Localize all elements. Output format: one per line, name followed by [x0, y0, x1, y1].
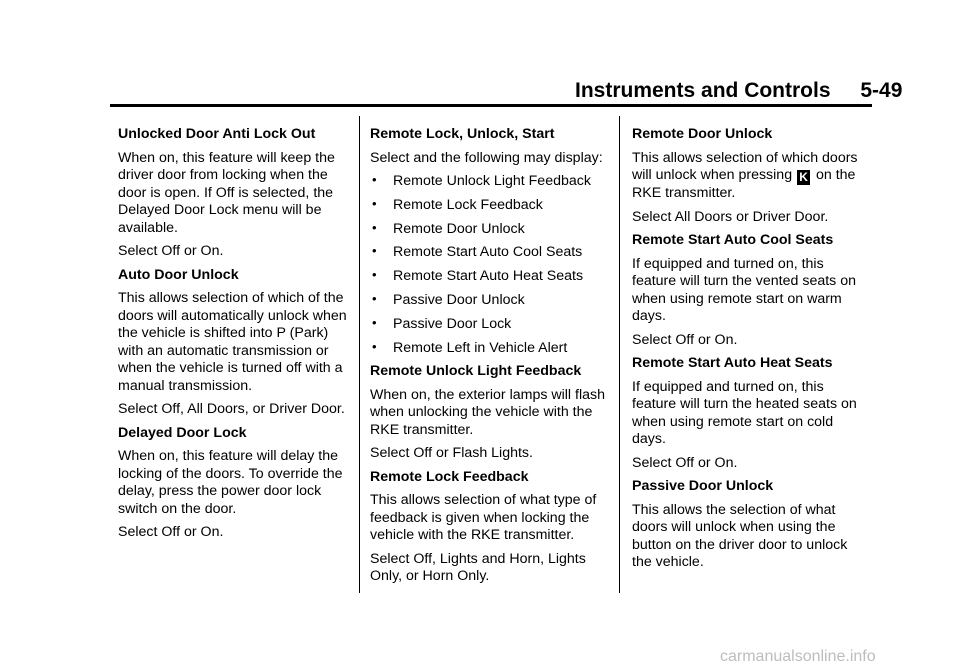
heading-remote-lock-unlock-start: Remote Lock, Unlock, Start: [370, 126, 555, 142]
paragraph-text: This allows selection of which doors wil…: [632, 149, 858, 184]
paragraph: If equipped and turned on, this feature …: [632, 378, 857, 448]
list-item: • Remote Unlock Light Feedback: [370, 172, 608, 191]
paragraph: Select Off or On.: [118, 243, 224, 259]
paragraph: This allows selection of which of the do…: [118, 290, 347, 394]
heading-remote-start-auto-cool-seats: Remote Start Auto Cool Seats: [632, 232, 834, 248]
list-item-label: Remote Door Unlock: [393, 220, 525, 237]
heading-remote-lock-feedback: Remote Lock Feedback: [370, 468, 529, 485]
paragraph: When on, this feature will delay the loc…: [118, 448, 343, 517]
header-rule: [110, 104, 872, 107]
column-divider-left: [359, 116, 360, 593]
heading-passive-door-unlock: Passive Door Unlock: [632, 478, 774, 494]
paragraph: This allows selection of what type of fe…: [370, 492, 597, 544]
paragraph: Select Off or On.: [632, 454, 738, 471]
paragraph: Select Off, Lights and Horn, Lights Only…: [370, 550, 586, 585]
bullet-icon: •: [372, 267, 377, 283]
list-item: • Passive Door Lock: [370, 314, 608, 334]
paragraph-text: on the RKE transmitter.: [632, 167, 856, 201]
bullet-icon: •: [372, 243, 377, 259]
bullet-icon: •: [372, 195, 377, 211]
list-item-label: Remote Unlock Light Feedback: [393, 173, 591, 189]
list-item-label: Remote Lock Feedback: [393, 196, 543, 213]
column-divider-right: [619, 116, 620, 593]
heading-auto-door-unlock: Auto Door Unlock: [118, 266, 239, 283]
column-middle: Remote Lock, Unlock, Start Select and th…: [370, 126, 608, 592]
list-item-label: Passive Door Lock: [393, 315, 512, 332]
paragraph: When on, this feature will keep the driv…: [118, 149, 335, 236]
bullet-icon: •: [372, 314, 377, 330]
paragraph: Select and the following may display:: [370, 149, 603, 166]
heading-remote-door-unlock: Remote Door Unlock: [632, 126, 773, 142]
list-item: • Remote Lock Feedback: [370, 195, 608, 215]
heading-remote-start-auto-heat-seats: Remote Start Auto Heat Seats: [632, 355, 833, 371]
list-item: • Remote Start Auto Cool Seats: [370, 243, 608, 262]
column-right: Remote Door Unlock This allows selection…: [632, 126, 870, 578]
list-item-label: Remote Start Auto Cool Seats: [393, 244, 583, 261]
paragraph: When on, the exterior lamps will flash w…: [370, 386, 605, 438]
list-item: • Remote Left in Vehicle Alert: [370, 338, 608, 358]
paragraph: Select Off or On.: [632, 331, 738, 348]
list-item-label: Remote Left in Vehicle Alert: [393, 339, 568, 356]
heading-remote-unlock-light-feedback: Remote Unlock Light Feedback: [370, 363, 582, 380]
paragraph: This allows the selection of what doors …: [632, 501, 848, 571]
list-item: • Remote Start Auto Heat Seats: [370, 267, 608, 286]
bullet-icon: •: [372, 338, 377, 354]
watermark-text: carmanualsonline.info: [720, 648, 876, 665]
paragraph: Select Off, All Doors, or Driver Door.: [118, 401, 345, 417]
heading-unlocked-door-anti-lock-out: Unlocked Door Anti Lock Out: [118, 126, 316, 142]
bullet-icon: •: [372, 290, 377, 306]
options-list: • Remote Unlock Light Feedback • Remote Lo…: [370, 172, 608, 358]
column-left: Unlocked Door Anti Lock Out When on, thi…: [118, 126, 350, 548]
list-item-label: Passive Door Unlock: [393, 291, 525, 308]
paragraph: If equipped and turned on, this feature …: [632, 255, 856, 325]
page-number: 5-49: [860, 79, 903, 102]
paragraph: Select All Doors or Driver Door.: [632, 208, 829, 225]
list-item: • Remote Door Unlock: [370, 219, 608, 239]
list-item: • Passive Door Unlock: [370, 290, 608, 310]
paragraph: Select Off or Flash Lights.: [370, 445, 533, 462]
remote-unlock-key-icon: K: [797, 170, 811, 185]
bullet-icon: •: [372, 172, 377, 187]
bullet-icon: •: [372, 219, 377, 235]
page-header: Instruments and Controls 5-49: [575, 79, 902, 103]
paragraph-with-icon: This allows selection of which doors wil…: [632, 150, 870, 203]
section-title: Instruments and Controls: [575, 79, 831, 102]
paragraph: Select Off or On.: [118, 524, 224, 540]
list-item-label: Remote Start Auto Heat Seats: [393, 268, 584, 285]
heading-delayed-door-lock: Delayed Door Lock: [118, 424, 247, 441]
